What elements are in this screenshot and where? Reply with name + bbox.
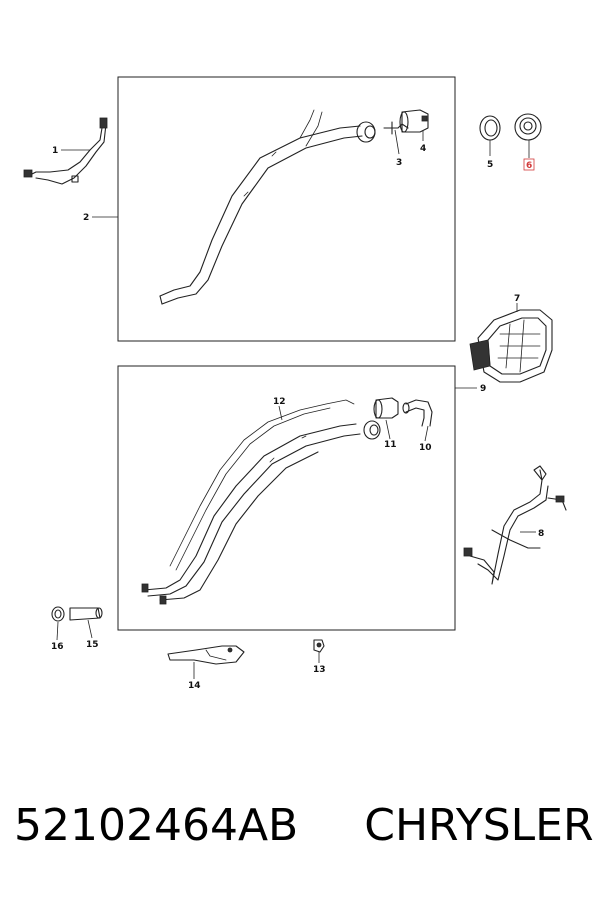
part-15-sleeve[interactable] [69, 607, 103, 621]
callout-11[interactable]: 11 [384, 440, 397, 450]
callout-16[interactable]: 16 [51, 642, 64, 652]
leader-lines [56, 129, 536, 679]
callout-6[interactable]: 6 [526, 161, 532, 171]
brand-name: CHRYSLER [364, 800, 594, 851]
callout-labels: 1 2 3 4 5 6 7 8 9 10 11 12 13 14 15 16 [51, 144, 544, 691]
callout-9[interactable]: 9 [480, 384, 486, 394]
callout-3[interactable]: 3 [396, 158, 402, 168]
part-5-grommet[interactable] [479, 115, 501, 141]
callout-7[interactable]: 7 [514, 294, 520, 304]
part-number: 52102464AB [14, 800, 299, 851]
callout-10[interactable]: 10 [419, 443, 432, 453]
callout-15[interactable]: 15 [86, 640, 99, 650]
part-14-shield[interactable] [167, 645, 245, 665]
part-12-filler-tube-lower[interactable] [141, 399, 361, 605]
part-2-filler-tube[interactable] [159, 109, 376, 305]
part-10-hose[interactable] [402, 399, 433, 427]
callout-14[interactable]: 14 [188, 681, 201, 691]
part-6-housing[interactable] [514, 113, 542, 141]
part-11-cap[interactable] [363, 397, 399, 440]
callout-2[interactable]: 2 [83, 213, 89, 223]
highlight-box [523, 158, 535, 171]
part-4-cap[interactable] [399, 109, 429, 133]
part-16-grommet[interactable] [51, 606, 65, 622]
lower-assembly-frame [117, 365, 456, 631]
part-7-fuel-door[interactable] [469, 309, 553, 383]
callout-5[interactable]: 5 [487, 160, 493, 170]
callout-13[interactable]: 13 [313, 665, 326, 675]
footer: 52102464AB CHRYSLER [14, 800, 594, 860]
upper-assembly-frame [117, 76, 456, 342]
callout-1[interactable]: 1 [52, 146, 58, 156]
part-1-harness[interactable] [23, 117, 108, 185]
callout-4[interactable]: 4 [420, 144, 426, 154]
callout-8[interactable]: 8 [538, 529, 544, 539]
part-13-nut[interactable] [313, 639, 325, 653]
part-8-vent-hose[interactable] [463, 465, 567, 585]
callout-12[interactable]: 12 [273, 397, 286, 407]
